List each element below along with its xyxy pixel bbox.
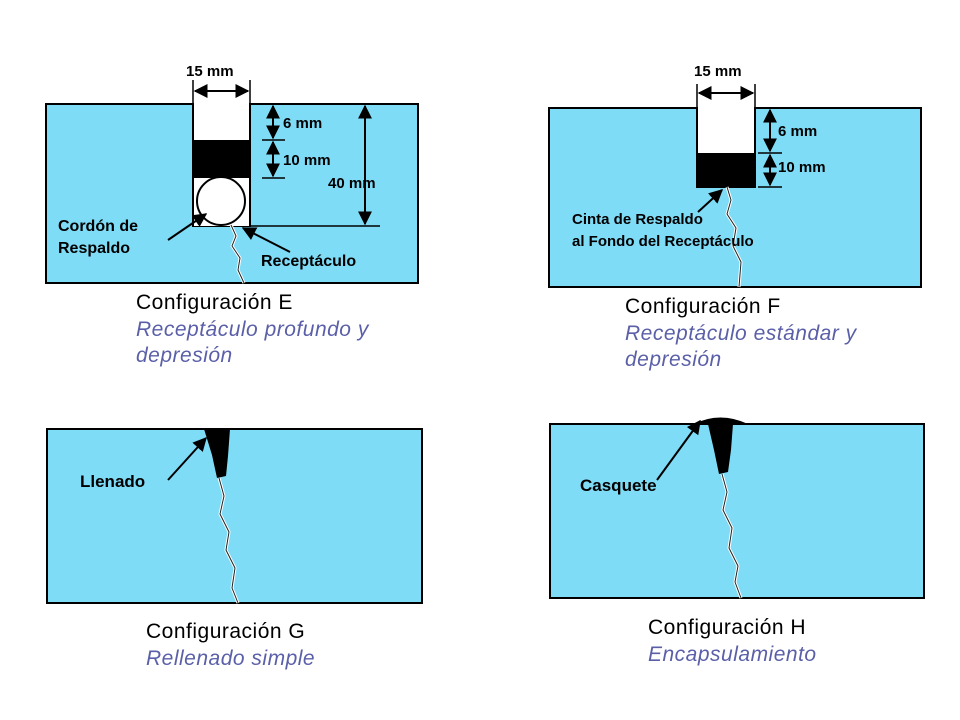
config-e-depth-total-label: 40 mm xyxy=(328,175,376,192)
config-f-title: Configuración F xyxy=(625,295,781,318)
config-e-backer-label-1: Cordón de xyxy=(58,218,138,235)
config-g-fill-arrow xyxy=(167,436,207,481)
config-g-panel: Llenado xyxy=(46,428,423,604)
config-e-subtitle-line-1: Receptáculo profundo y xyxy=(136,318,369,341)
config-f-depth-seal-label: 10 mm xyxy=(778,159,826,176)
config-e-width-label: 15 mm xyxy=(186,63,234,80)
config-e-panel: 15 mm 6 mm 10 mm 40 mm Cordón de Respald… xyxy=(45,63,419,284)
config-h-cap-arrow xyxy=(656,419,701,481)
config-f-tape-arrow xyxy=(697,189,724,213)
config-f-depth-top-label: 6 mm xyxy=(778,123,817,140)
config-g-fill-label: Llenado xyxy=(80,472,145,491)
config-e-depth-top-label: 6 mm xyxy=(283,115,322,132)
config-f-tape-label-2: al Fondo del Receptáculo xyxy=(572,233,754,250)
config-e-subtitle-line-2: depresión xyxy=(136,344,233,367)
config-e-joint-label: Receptáculo xyxy=(261,253,356,270)
config-f-subtitle-line-1: Receptáculo estándar y xyxy=(625,322,857,345)
config-g-fill-sealant xyxy=(204,429,230,478)
config-e-joint-arrow xyxy=(241,227,291,253)
config-h-subtitle: Encapsulamiento xyxy=(648,643,817,666)
config-f-width-label: 15 mm xyxy=(694,63,742,80)
config-f-panel: 15 mm 6 mm 10 mm Cinta de Respaldo al Fo… xyxy=(548,63,922,288)
config-e-backer-label-2: Respaldo xyxy=(58,240,130,257)
config-h-cap-sealant xyxy=(694,417,748,424)
config-f-tape-label-1: Cinta de Respaldo xyxy=(572,211,703,228)
config-e-backer-rod xyxy=(196,176,246,226)
config-g-title: Configuración G xyxy=(146,620,306,643)
config-h-title: Configuración H xyxy=(648,616,807,639)
config-g-subtitle: Rellenado simple xyxy=(146,647,316,670)
config-e-backer-arrow xyxy=(167,213,208,241)
config-h-fill-sealant xyxy=(708,424,733,474)
config-f-joint-void xyxy=(697,108,755,153)
config-h-panel: Casquete xyxy=(549,417,925,599)
config-f-subtitle-line-2: depresión xyxy=(625,348,722,371)
config-h-cap-label: Casquete xyxy=(580,476,657,495)
config-e-depth-seal-label: 10 mm xyxy=(283,152,331,169)
config-e-joint-void xyxy=(193,104,250,140)
config-e-sealant xyxy=(193,140,250,178)
config-e-title: Configuración E xyxy=(136,291,293,314)
config-f-sealant xyxy=(697,153,755,187)
